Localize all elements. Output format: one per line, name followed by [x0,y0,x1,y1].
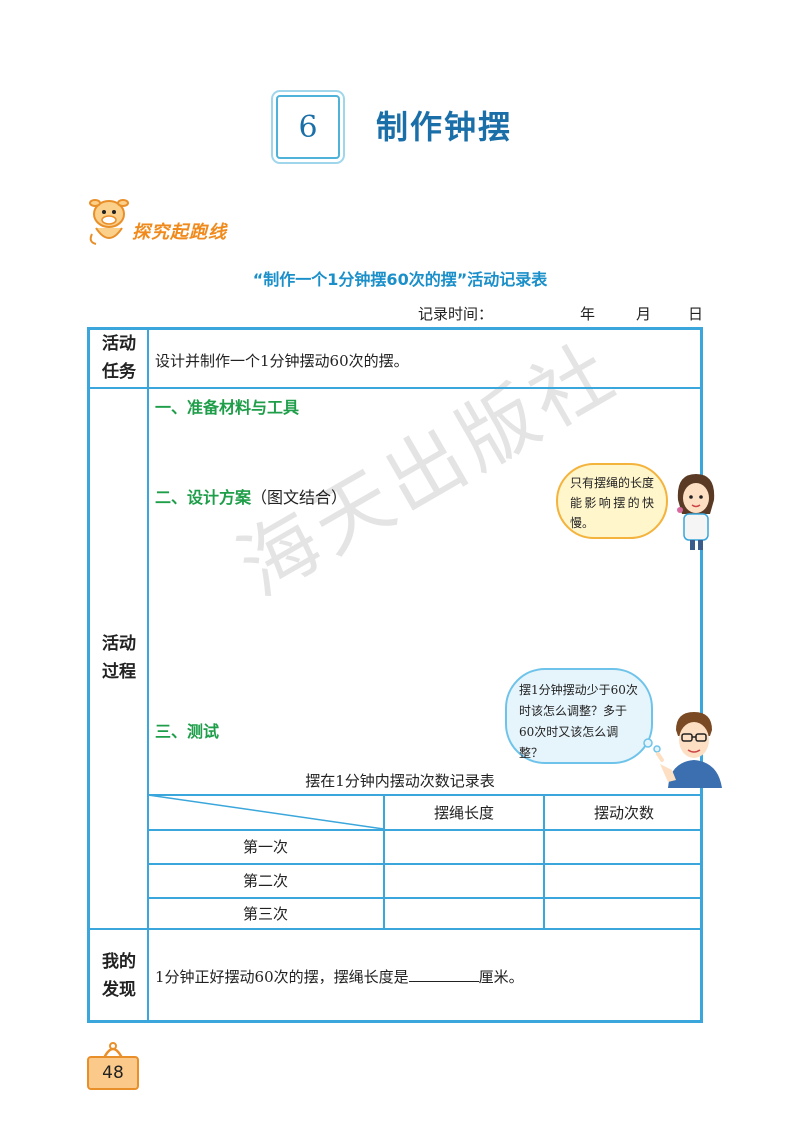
header-swing-count: 摆动次数 [593,804,654,822]
row-divider-task [87,387,703,389]
chapter-title: 制作钟摆 [376,108,513,146]
inner-table-header-bottom [148,829,703,831]
section-design-heading: 二、设计方案（图文结合） [155,488,348,507]
explore-label: 探究起跑线 [132,222,227,243]
table-row-label: 第二次 [242,872,288,890]
section-materials-heading: 一、准备材料与工具 [155,398,300,417]
chapter-number-box: 6 [276,95,340,159]
record-table-title: “制作一个1分钟摆60次的摆”活动记录表 [252,270,548,289]
record-time-label: 记录时间： [418,305,494,323]
record-year-label: 年 [580,305,596,323]
inner-table-top [148,794,703,796]
record-day-label: 日 [688,305,704,323]
inner-table-row-divider [148,863,703,865]
teacher-speech-bubble: 摆1分钟摆动少于60次时该怎么调整？多于60次时又该怎么调整？ [505,668,653,764]
task-row-label: 活动 任务 [102,334,136,382]
section-test-heading: 三、测试 [155,722,220,741]
inner-table-col-divider [383,794,385,928]
thought-dots-icon [643,738,661,753]
inner-table-title: 摆在1分钟内摆动次数记录表 [305,772,495,790]
finding-text: 1分钟正好摆动60次的摆，摆绳长度是厘米。 [155,967,524,986]
process-row-label: 活动 过程 [102,634,136,682]
girl-speech-bubble: 只有摆绳的长度能影响摆的快慢。 [556,463,668,539]
label-column-divider [147,327,149,1023]
section-design-note: （图文结合） [251,488,348,507]
teacher-character-icon [656,712,722,788]
record-month-label: 月 [636,305,652,323]
row-divider-process [87,928,703,930]
page-number: 48 [87,1056,139,1090]
header-length: 摆绳长度 [433,804,494,822]
length-blank-field[interactable] [408,967,479,982]
task-description: 设计并制作一个1分钟摆动60次的摆。 [155,352,409,370]
inner-table-col-divider [543,794,545,928]
cow-mascot-icon [89,199,129,245]
badge-hook-icon [102,1042,124,1059]
inner-table-diagonal-header [148,795,384,830]
inner-table-row-divider [148,897,703,899]
table-row-label: 第一次 [242,838,288,856]
girl-character-icon [677,474,715,550]
chapter-number: 6 [298,109,318,145]
activity-record-table [87,327,703,1023]
table-row-label: 第三次 [242,905,288,923]
finding-row-label: 我的 发现 [102,952,136,1000]
